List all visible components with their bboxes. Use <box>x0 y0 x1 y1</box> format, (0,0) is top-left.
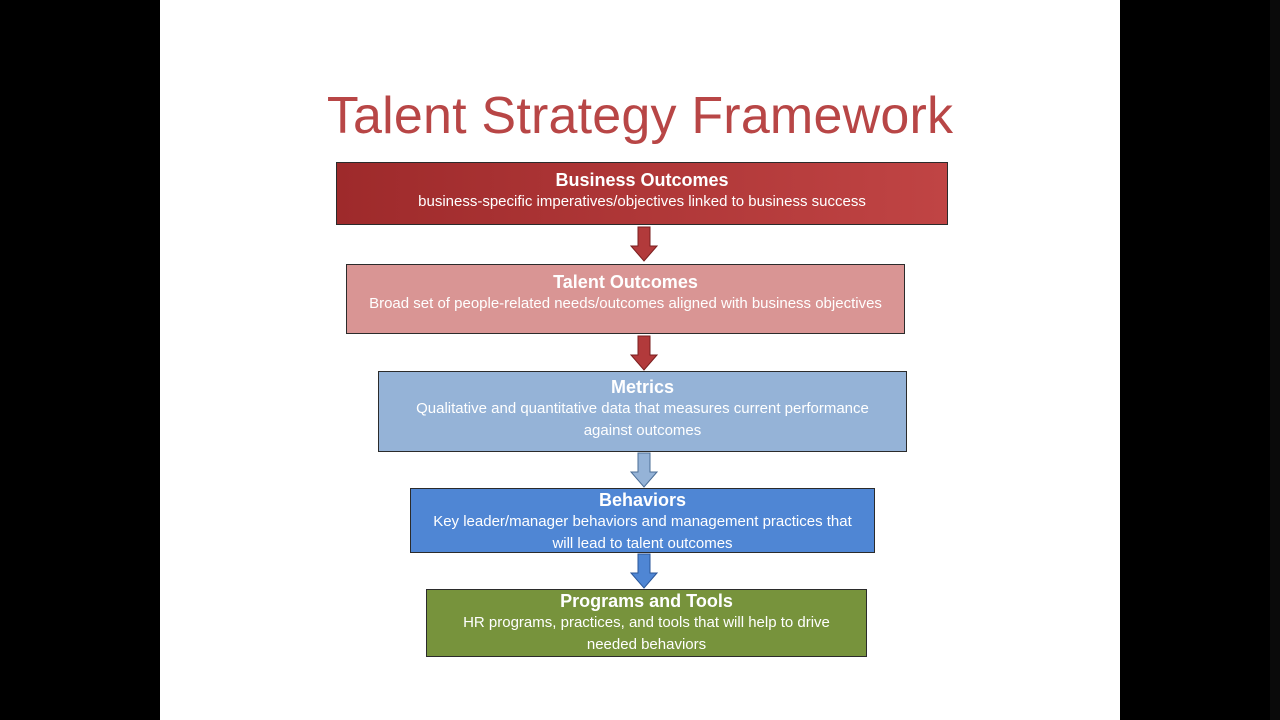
box-description: Qualitative and quantitative data that m… <box>416 400 869 439</box>
box-description: HR programs, practices, and tools that w… <box>463 614 830 653</box>
box-programs-and-tools: Programs and Tools HR programs, practice… <box>426 589 867 657</box>
arrow-down-icon <box>630 335 658 371</box>
box-metrics: Metrics Qualitative and quantitative dat… <box>378 371 907 452</box>
box-behaviors: Behaviors Key leader/manager behaviors a… <box>410 488 875 553</box>
box-heading: Metrics <box>610 377 675 397</box>
box-heading: Programs and Tools <box>560 591 733 611</box>
slide-title: Talent Strategy Framework <box>326 87 954 145</box>
box-heading: Business Outcomes <box>555 170 729 190</box>
box-heading: Talent Outcomes <box>553 272 698 292</box>
box-description: Broad set of people-related needs/outcom… <box>369 295 882 312</box>
arrow-down-icon <box>630 553 658 589</box>
box-heading: Behaviors <box>598 490 687 510</box>
box-talent-outcomes: Talent Outcomes Broad set of people-rela… <box>346 264 905 334</box>
arrow-down-icon <box>630 226 658 262</box>
box-business-outcomes: Business Outcomes business-specific impe… <box>336 162 948 225</box>
box-description: business-specific imperatives/objectives… <box>418 193 866 210</box>
scrollbar[interactable] <box>1270 0 1280 720</box>
box-description: Key leader/manager behaviors and managem… <box>433 513 852 552</box>
arrow-down-icon <box>630 452 658 488</box>
slide: Talent Strategy Framework Business Outco… <box>160 0 1120 720</box>
